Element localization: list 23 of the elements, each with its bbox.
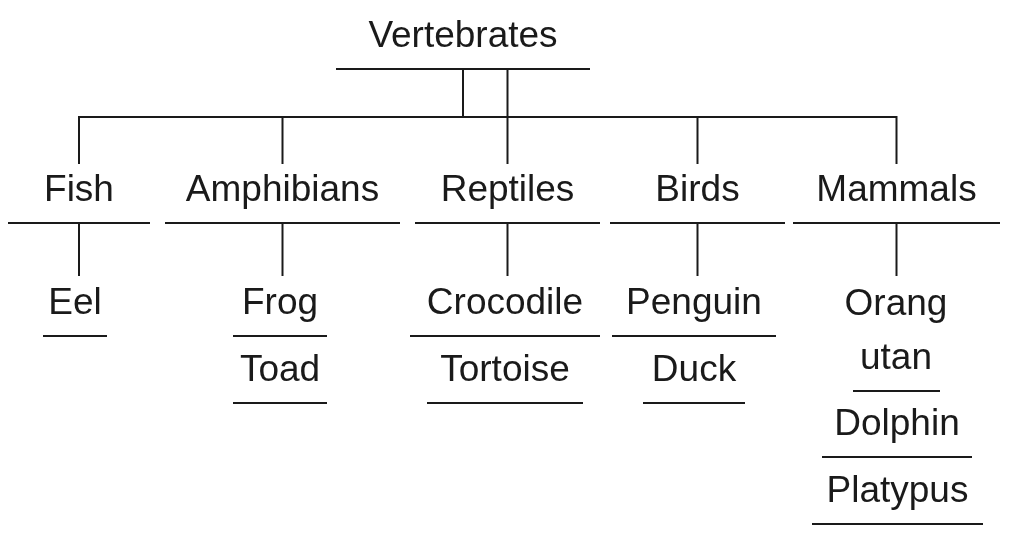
label-text: Platypus: [826, 468, 969, 512]
label-text: Reptiles: [440, 167, 575, 211]
label-text: Birds: [655, 167, 740, 211]
label-text: Crocodile: [426, 280, 584, 324]
label-text: Toad: [239, 347, 321, 391]
label-text: Orang utan: [843, 281, 949, 379]
label-text: Duck: [651, 347, 737, 391]
label-text: Fish: [44, 167, 114, 211]
label-text: Eel: [48, 280, 102, 324]
label-text: Mammals: [816, 167, 977, 211]
label-text: Frog: [241, 280, 319, 324]
tree-connector: [696, 223, 699, 277]
tree-connector: [895, 223, 898, 277]
tree-connector: [281, 223, 284, 277]
label-text: Amphibians: [185, 167, 380, 211]
label-text: Dolphin: [834, 401, 960, 445]
label-text: Vertebrates: [368, 13, 558, 57]
label-text: Tortoise: [440, 347, 570, 391]
label-text: Penguin: [626, 280, 762, 324]
tree-connector: [506, 69, 509, 165]
tree-connector: [462, 69, 898, 165]
tree-connector: [78, 223, 80, 277]
tree-connector: [506, 223, 509, 277]
